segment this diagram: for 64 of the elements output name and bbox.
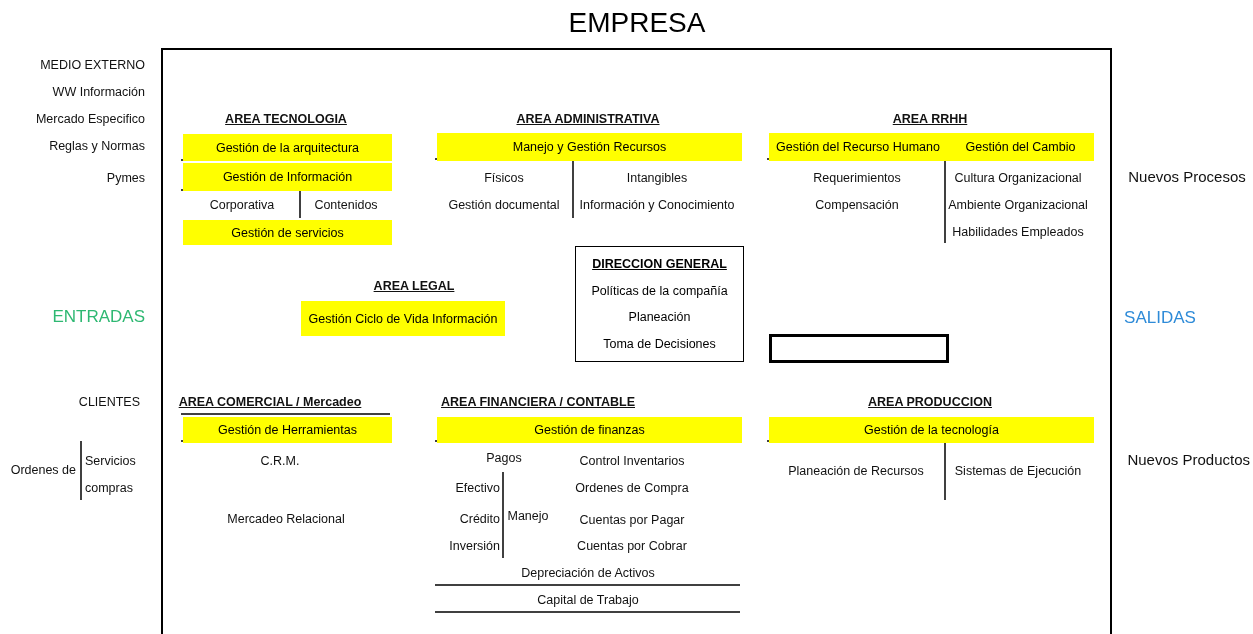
output-label: Nuevos Productos bbox=[1127, 450, 1250, 470]
label-text: Cuentas por Pagar bbox=[579, 512, 685, 528]
label-text: Pagos bbox=[486, 450, 522, 466]
label-text: CLIENTES bbox=[78, 394, 140, 410]
label-text: Pymes bbox=[106, 170, 145, 186]
item-text: Toma de Decisiones bbox=[603, 336, 716, 351]
diagram-title: EMPRESA bbox=[568, 6, 706, 40]
label-text: Físicos bbox=[484, 170, 524, 186]
label-text: Requerimientos bbox=[813, 170, 901, 186]
label-text: Habilidades Empleados bbox=[952, 224, 1084, 240]
label-text: Información y Conocimiento bbox=[579, 197, 735, 213]
label-text: Capital de Trabajo bbox=[537, 592, 639, 608]
label-text: Cuentas por Cobrar bbox=[577, 538, 687, 554]
highlighted-cell: Manejo y Gestión Recursos bbox=[437, 133, 742, 161]
label-text: Contenidos bbox=[314, 197, 378, 213]
area-heading: AREA LEGAL bbox=[373, 278, 455, 294]
label-text: Reglas y Normas bbox=[49, 138, 145, 154]
direction-box bbox=[575, 246, 744, 362]
label-text: MEDIO EXTERNO bbox=[40, 57, 145, 73]
label-text: Servicios bbox=[85, 453, 136, 469]
label-text: Efectivo bbox=[455, 480, 500, 496]
label-text: Depreciación de Activos bbox=[521, 565, 655, 581]
outputs-label: SALIDAS bbox=[1124, 307, 1196, 329]
label-text: Control Inventarios bbox=[579, 453, 685, 469]
section-heading: DIRECCION GENERAL bbox=[592, 257, 727, 272]
label-text: Planeación de Recursos bbox=[788, 463, 924, 479]
company-frame bbox=[161, 48, 1112, 634]
output-label: Nuevos Procesos bbox=[1128, 167, 1246, 187]
highlighted-cell: Gestión del Recurso Humano bbox=[769, 133, 947, 161]
label-text: Sistemas de Ejecución bbox=[954, 463, 1082, 479]
empty-box bbox=[769, 334, 949, 363]
label-text: Corporativa bbox=[209, 197, 275, 213]
area-heading: AREA COMERCIAL / Mercadeo bbox=[178, 394, 362, 410]
area-heading: AREA FINANCIERA / CONTABLE bbox=[441, 394, 635, 410]
label-text: WW Información bbox=[52, 84, 145, 100]
label-text: C.R.M. bbox=[260, 453, 300, 469]
highlighted-cell: Gestión del Cambio bbox=[947, 133, 1094, 161]
highlighted-cell: Gestión de servicios bbox=[183, 220, 392, 245]
highlighted-cell: Gestión Ciclo de Vida Información bbox=[301, 301, 505, 336]
area-heading: AREA TECNOLOGIA bbox=[225, 111, 347, 127]
label-text: Gestión documental bbox=[448, 197, 560, 213]
label-text: Ordenes de bbox=[10, 462, 76, 478]
label-text: Inversión bbox=[449, 538, 500, 554]
label-text: Crédito bbox=[459, 511, 500, 527]
label-text: Manejo bbox=[507, 508, 549, 524]
highlighted-cell: Gestión de finanzas bbox=[437, 417, 742, 443]
highlighted-cell: Gestión de Herramientas bbox=[183, 417, 392, 443]
item-text: Planeación bbox=[628, 310, 691, 325]
item-text: Políticas de la compañía bbox=[591, 283, 728, 298]
inputs-label: ENTRADAS bbox=[52, 306, 145, 328]
label-text: Intangibles bbox=[626, 170, 688, 186]
highlighted-cell: Gestión de la arquitectura bbox=[183, 134, 392, 161]
label-text: Compensación bbox=[815, 197, 899, 213]
label-text: Cultura Organizacional bbox=[954, 170, 1082, 186]
label-text: Ambiente Organizacional bbox=[948, 197, 1088, 213]
label-text: Ordenes de Compra bbox=[575, 480, 689, 496]
label-text: Mercadeo Relacional bbox=[227, 511, 345, 527]
highlighted-cell: Gestión de Información bbox=[183, 163, 392, 191]
area-heading: AREA RRHH bbox=[892, 111, 968, 127]
label-text: Mercado Especifico bbox=[35, 111, 145, 127]
area-heading: AREA PRODUCCION bbox=[868, 394, 992, 410]
label-text: compras bbox=[85, 480, 133, 496]
highlighted-cell: Gestión de la tecnología bbox=[769, 417, 1094, 443]
area-heading: AREA ADMINISTRATIVA bbox=[516, 111, 660, 127]
